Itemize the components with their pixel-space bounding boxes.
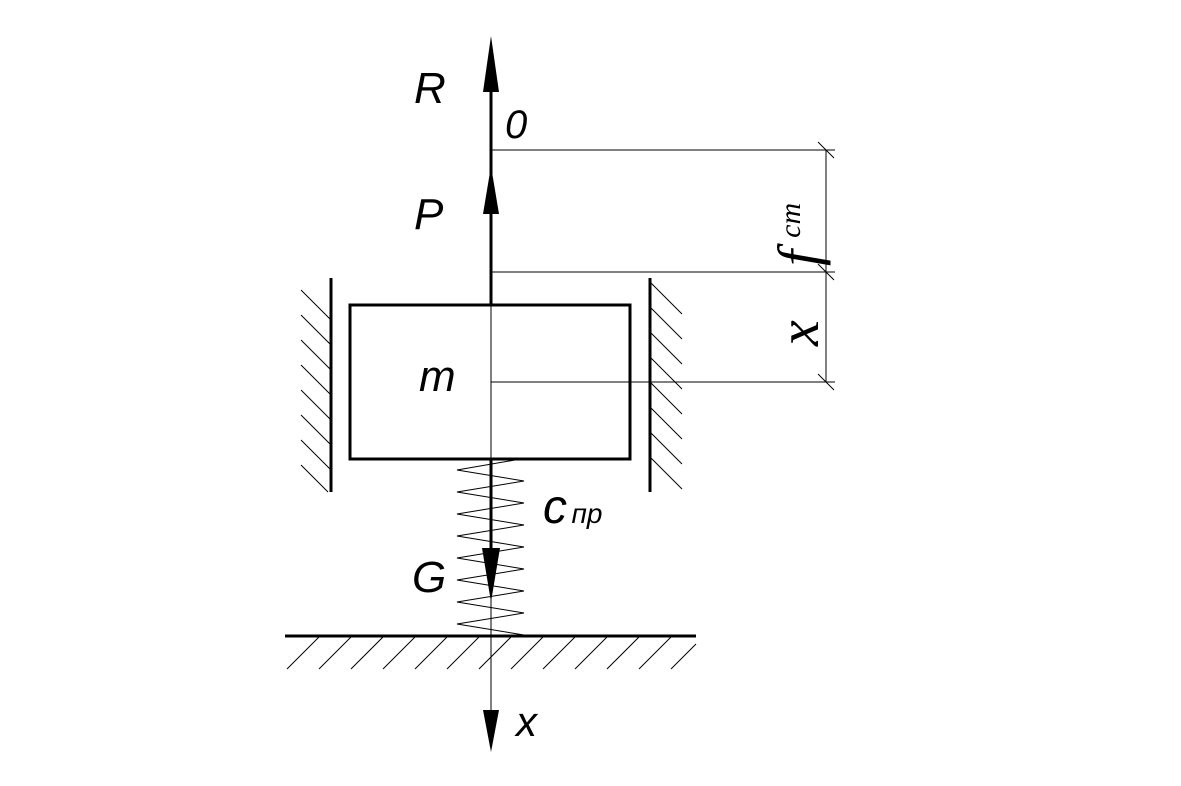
arrow-p-icon	[483, 166, 499, 214]
arrow-r-icon	[483, 36, 499, 92]
spring-stiffness-base: c	[543, 481, 567, 534]
arrow-x-icon	[483, 710, 499, 752]
origin-label: 0	[505, 103, 527, 147]
displacement-x-label: x	[766, 320, 831, 347]
spring	[456, 459, 525, 637]
mass-label: m	[419, 352, 456, 401]
left-wall	[300, 278, 333, 493]
spring-stiffness-sub: пр	[571, 498, 602, 529]
static-deflection-base: f	[766, 243, 831, 266]
static-deflection-label: f cm	[766, 203, 831, 266]
spring-stiffness-label: c пр	[543, 481, 602, 534]
force-g-label: G	[412, 553, 446, 602]
force-r-label: R	[414, 64, 446, 113]
arrow-g-icon	[482, 548, 500, 602]
static-deflection-sub: cm	[774, 203, 807, 238]
axis-x-label: x	[514, 698, 539, 745]
force-p-label: P	[414, 190, 444, 239]
dimension-lines	[491, 141, 835, 391]
right-wall	[648, 278, 683, 492]
